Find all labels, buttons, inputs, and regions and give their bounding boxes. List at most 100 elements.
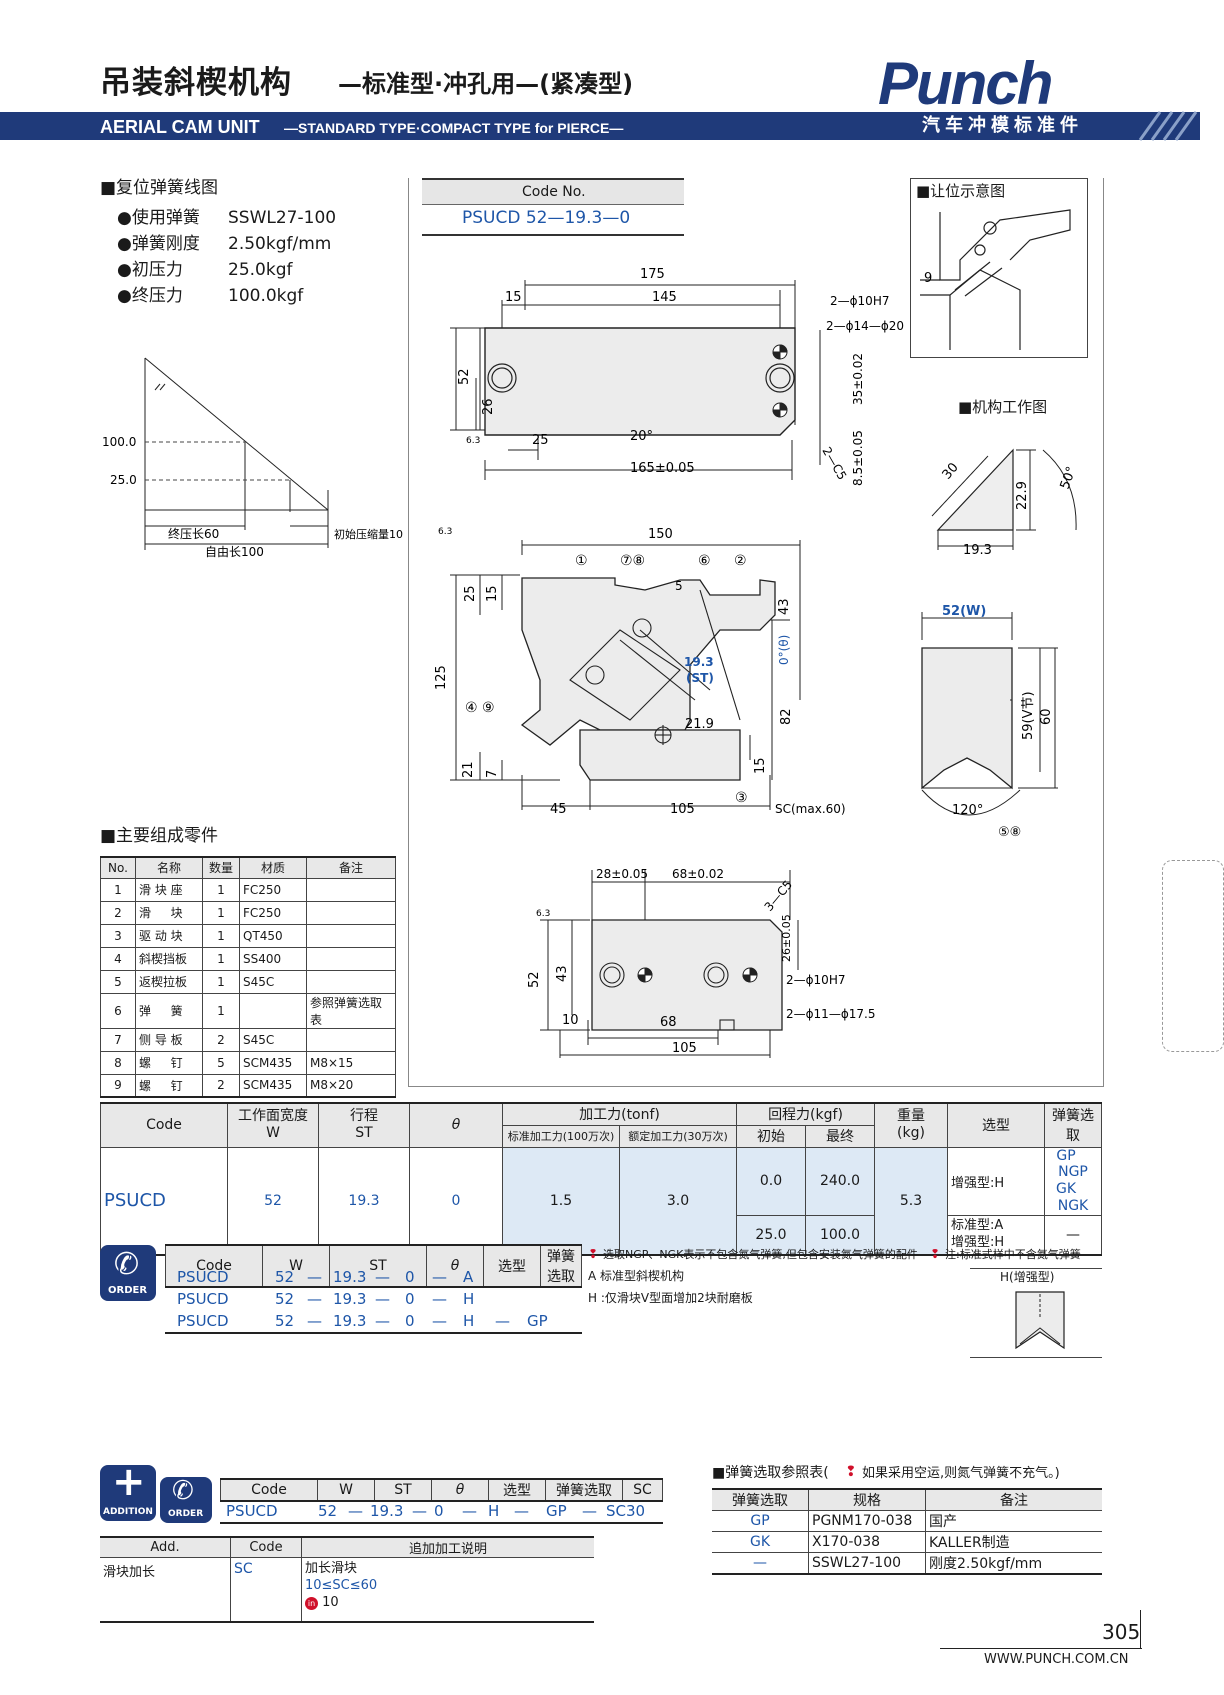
cell: — xyxy=(412,1502,427,1520)
cell: 参照弹簧选取表 xyxy=(306,992,396,1029)
tv-d145: 145 xyxy=(652,290,677,305)
add-code: SC xyxy=(230,1557,302,1622)
spring-label-4: ●终压力 xyxy=(117,286,183,306)
bv-d105: 105 xyxy=(672,1041,697,1056)
spec-w: 52 xyxy=(227,1146,319,1256)
cell: 滑 块 座 xyxy=(135,877,203,902)
tv-d52: 52 xyxy=(457,368,472,385)
spec-theta: 0 xyxy=(409,1146,503,1256)
warn-icon-2: ❢ xyxy=(930,1247,941,1261)
addition-row: PSUCD 52 — 19.3 — 0 — H — GP — SC30 xyxy=(220,1500,663,1524)
bv-h2: 2—ϕ11—ϕ17.5 xyxy=(786,1007,875,1021)
tv-c3: 2—C5 xyxy=(819,445,849,483)
spec-sp3: GK xyxy=(1055,1181,1077,1198)
cell: 1 xyxy=(100,877,136,902)
title-cn: 吊装斜楔机构 xyxy=(100,65,292,101)
cell: — xyxy=(307,1290,322,1308)
spec-h-force: 加工力(tonf) xyxy=(502,1102,737,1126)
tv-d165: 165±0.05 xyxy=(630,461,695,476)
bv-d68a: 68±0.02 xyxy=(672,867,724,881)
footer-vrule xyxy=(1140,1610,1141,1648)
top-view-drawing: 175 145 15 52 26 25 20° 165±0.05 35±0.02… xyxy=(450,267,904,486)
order-col-theta: θ xyxy=(426,1244,484,1288)
bv-d68: 68 xyxy=(660,1015,677,1030)
bv-h1: 2—ϕ10H7 xyxy=(786,973,845,987)
order-col-type: 选型 xyxy=(483,1244,541,1288)
order-icon-2 xyxy=(160,1477,212,1523)
add-desc-header: Add. Code 追加加工说明 xyxy=(100,1536,594,1558)
fv-n6: ⑥ xyxy=(698,553,711,569)
parts-col-material: 材质 xyxy=(239,856,307,879)
cell: H xyxy=(463,1290,475,1308)
plus-icon: + xyxy=(112,1459,146,1505)
order-icon-2-label: ORDER xyxy=(168,1509,204,1519)
warn-icon-3: ❢ xyxy=(845,1464,857,1480)
spec-r1-init: 0.0 xyxy=(736,1146,806,1216)
spec-st: 19.3 xyxy=(318,1146,410,1256)
addition-icon xyxy=(100,1465,156,1521)
spec-weight: 5.3 xyxy=(874,1146,948,1256)
fv-n78: ⑦⑧ xyxy=(620,553,645,569)
side-tab xyxy=(1162,860,1224,1052)
cell: 螺 钉 xyxy=(135,1073,203,1098)
addition-icon-label: ADDITION xyxy=(103,1507,153,1517)
graph-y-25: 25.0 xyxy=(110,473,137,487)
spec-r1-final: 240.0 xyxy=(805,1146,875,1216)
brand-logo: Punch xyxy=(878,50,1053,117)
cell xyxy=(306,923,396,948)
spring-table-header: 弹簧选取 规格 备注 xyxy=(712,1488,1102,1511)
parts-header-row: No. 名称 数量 材质 备注 xyxy=(100,856,396,879)
title-en: AERIAL CAM UNIT xyxy=(100,117,260,137)
cell xyxy=(306,946,396,971)
h-type-drawing xyxy=(1015,1291,1065,1350)
spec-h-rated: 额定加工力(30万次) xyxy=(619,1124,737,1148)
spec-h-type: 选型 xyxy=(947,1102,1045,1148)
cell: 19.3 xyxy=(333,1268,367,1286)
add-col-spring: 弹簧选取 xyxy=(545,1478,623,1502)
cell: — xyxy=(514,1502,529,1520)
spec-h-final: 最终 xyxy=(805,1124,875,1148)
fv-d15b: 15 xyxy=(753,757,768,774)
tv-d85: 8.5±0.05 xyxy=(851,430,865,486)
add-desc-1: 加长滑块 xyxy=(305,1561,358,1576)
cell: 斜楔挡板 xyxy=(135,946,203,971)
mech-d30: 30 xyxy=(940,460,962,482)
cell: 国产 xyxy=(925,1510,1102,1532)
order-note-2: 注:标准式样中不含氮气弹簧 xyxy=(945,1248,1081,1261)
add-desc-col-desc: 追加加工说明 xyxy=(301,1536,594,1558)
spring-value-4: 100.0kgf xyxy=(228,286,304,306)
cell: PSUCD xyxy=(177,1290,229,1308)
cell: 52 xyxy=(318,1502,338,1520)
code-box: Code No. PSUCD 52—19.3—0 xyxy=(422,178,684,236)
fv-n1: ① xyxy=(575,553,588,569)
add-col-type: 选型 xyxy=(488,1478,546,1502)
header-bar xyxy=(0,112,1200,140)
spec-h-code: Code xyxy=(100,1102,228,1148)
cell: M8×20 xyxy=(306,1073,396,1098)
spec-type1: 增强型:H xyxy=(947,1146,1045,1216)
fv-d219: 21.9 xyxy=(685,717,714,732)
cell: — xyxy=(712,1552,809,1575)
fv-d105: 105 xyxy=(670,802,695,817)
code-box-label: Code No. xyxy=(522,184,586,200)
spring-table-heading: ■弹簧选取参照表( xyxy=(712,1465,829,1481)
bv-d28: 28±0.05 xyxy=(596,867,648,881)
cell: 6 xyxy=(100,992,136,1029)
fv-n2: ② xyxy=(734,553,747,569)
cell: PSUCD xyxy=(177,1268,229,1286)
h-type-caption: H(增强型) xyxy=(1000,1270,1055,1284)
order-table: Code W ST θ 选型 弹簧选取 xyxy=(165,1244,582,1288)
footer-rule xyxy=(940,1648,1142,1649)
cell: GP xyxy=(527,1312,548,1330)
cell: 1 xyxy=(202,900,240,925)
